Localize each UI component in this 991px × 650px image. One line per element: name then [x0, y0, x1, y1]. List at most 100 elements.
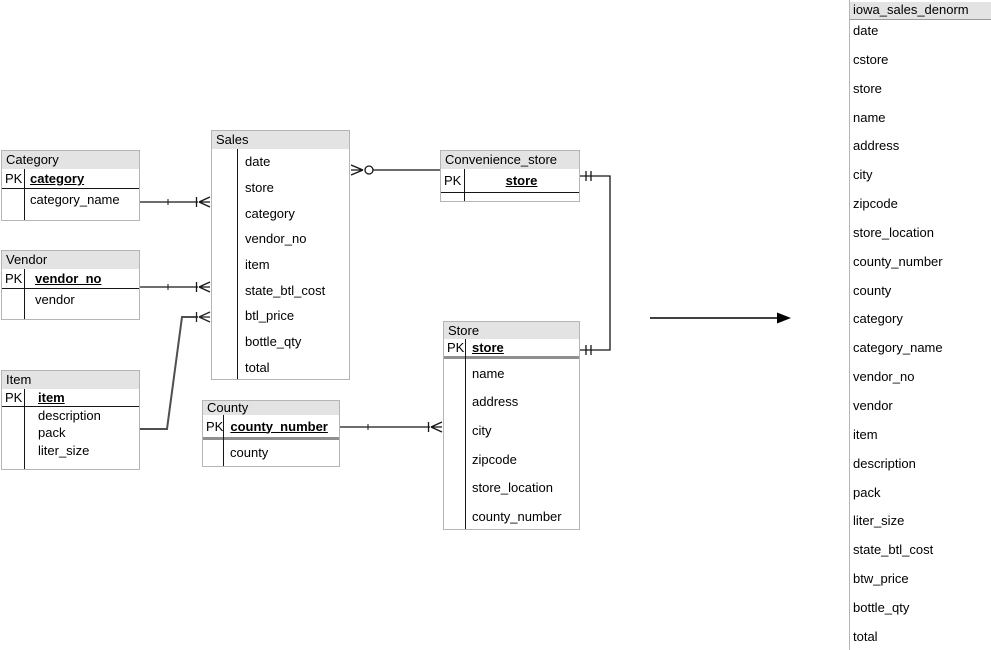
- pk-label: PK: [5, 271, 23, 286]
- entity-fields: PK store name address city zipcode store_locat…: [444, 339, 579, 529]
- field-row-total: total: [212, 355, 349, 380]
- field-name: city: [472, 422, 492, 438]
- field-name: date: [245, 154, 271, 170]
- field-name: store_location: [472, 480, 553, 496]
- entity-category[interactable]: Category PK category category_name: [1, 150, 140, 221]
- field-name: category: [30, 171, 85, 186]
- field-name: address: [472, 394, 519, 410]
- field-row-county_number: PK county_number: [203, 415, 339, 440]
- field-row-address: address: [444, 388, 579, 417]
- denorm-field-date: date: [853, 23, 879, 38]
- field-row-county_number: county_number: [444, 502, 579, 529]
- denorm-field-county_number: county_number: [853, 253, 943, 269]
- field-row-description: description: [2, 407, 139, 425]
- field-row-name: name: [444, 359, 579, 388]
- field-name: county_number: [472, 508, 562, 524]
- entity-title: Category: [2, 151, 139, 169]
- field-name: store: [505, 173, 538, 188]
- field-row-store_location: store_location: [444, 473, 579, 502]
- field-row-item: item: [212, 252, 349, 278]
- denorm-field-category_name: category_name: [853, 340, 943, 356]
- connector-county-store: [340, 421, 443, 433]
- field-name: state_btl_cost: [245, 282, 326, 298]
- field-row-zipcode: zipcode: [444, 445, 579, 474]
- field-row-bottle_qty: bottle_qty: [212, 329, 349, 355]
- field-name: pack: [38, 425, 66, 441]
- field-name: item: [245, 257, 270, 273]
- field-name: category: [245, 205, 295, 221]
- field-name: vendor_no: [35, 271, 102, 286]
- denorm-field-store_location: store_location: [853, 224, 934, 240]
- denorm-arrow: [650, 312, 791, 324]
- denorm-field-vendor_no: vendor_no: [853, 369, 915, 385]
- field-row-city: city: [444, 416, 579, 445]
- field-name: btl_price: [245, 308, 295, 324]
- denorm-field-bottle_qty: bottle_qty: [853, 599, 910, 615]
- field-row-store: store: [212, 175, 349, 201]
- denorm-field-state_btl_cost: state_btl_cost: [853, 542, 934, 558]
- pk-label: PK: [5, 171, 23, 186]
- field-row-vendor_no: PK vendor_no: [2, 269, 139, 289]
- denorm-field-cstore: cstore: [853, 51, 889, 67]
- field-row-category: category: [212, 200, 349, 226]
- field-row-vendor_no: vendor_no: [212, 226, 349, 252]
- pk-label: PK: [5, 389, 23, 405]
- field-name: total: [245, 359, 270, 375]
- denorm-field-zipcode: zipcode: [853, 196, 898, 212]
- entity-title: Sales: [212, 131, 349, 149]
- denorm-field-pack: pack: [853, 484, 881, 500]
- pk-label: PK: [444, 173, 462, 188]
- field-name: zipcode: [472, 451, 517, 467]
- denorm-field-description: description: [853, 455, 916, 471]
- field-name: vendor: [35, 291, 75, 307]
- field-name: description: [38, 407, 101, 423]
- field-row-store: PK store: [441, 169, 579, 193]
- denorm-field-city: city: [853, 167, 873, 183]
- denorm-field-total: total: [853, 628, 878, 644]
- entity-fields: PK store: [441, 169, 579, 201]
- field-name: item: [38, 389, 65, 405]
- field-row-pack: pack: [2, 424, 139, 442]
- denorm-field-name: name: [853, 109, 886, 125]
- denorm-field-item: item: [853, 426, 878, 442]
- field-name: county_number: [230, 418, 328, 434]
- field-row-liter_size: liter_size: [2, 442, 139, 460]
- pk-label: PK: [206, 418, 224, 434]
- entity-title: Vendor: [2, 251, 139, 269]
- field-name: store: [472, 340, 504, 355]
- denorm-field-county: county: [853, 282, 892, 298]
- connector-item-sales: [140, 311, 211, 430]
- denorm-field-category: category: [853, 311, 903, 327]
- denorm-field-address: address: [853, 138, 900, 154]
- entity-title: Item: [2, 371, 139, 389]
- denorm-title: iowa_sales_denorm: [850, 2, 991, 20]
- field-name: bottle_qty: [245, 334, 302, 350]
- field-row-category: PK category: [2, 169, 139, 189]
- denorm-field-liter_size: liter_size: [853, 513, 905, 529]
- connector-vendor-sales: [140, 281, 211, 293]
- field-name: category_name: [30, 191, 120, 207]
- denorm-field-list: date cstore store name address city zipcode sto…: [850, 20, 991, 650]
- denorm-table-iowa-sales[interactable]: iowa_sales_denorm date cstore store name add…: [849, 0, 991, 650]
- field-row-vendor: vendor: [2, 289, 139, 309]
- field-row-item: PK item: [2, 389, 139, 407]
- field-row-county: county: [203, 440, 339, 464]
- field-row-state_btl_cost: state_btl_cost: [212, 277, 349, 303]
- denorm-field-btw_price: btw_price: [853, 571, 909, 587]
- pk-label: PK: [447, 340, 465, 355]
- connector-category-sales: [140, 196, 211, 208]
- denorm-field-store: store: [853, 80, 882, 96]
- entity-title: County: [203, 401, 339, 415]
- connector-sales-convenience-store: [350, 164, 440, 176]
